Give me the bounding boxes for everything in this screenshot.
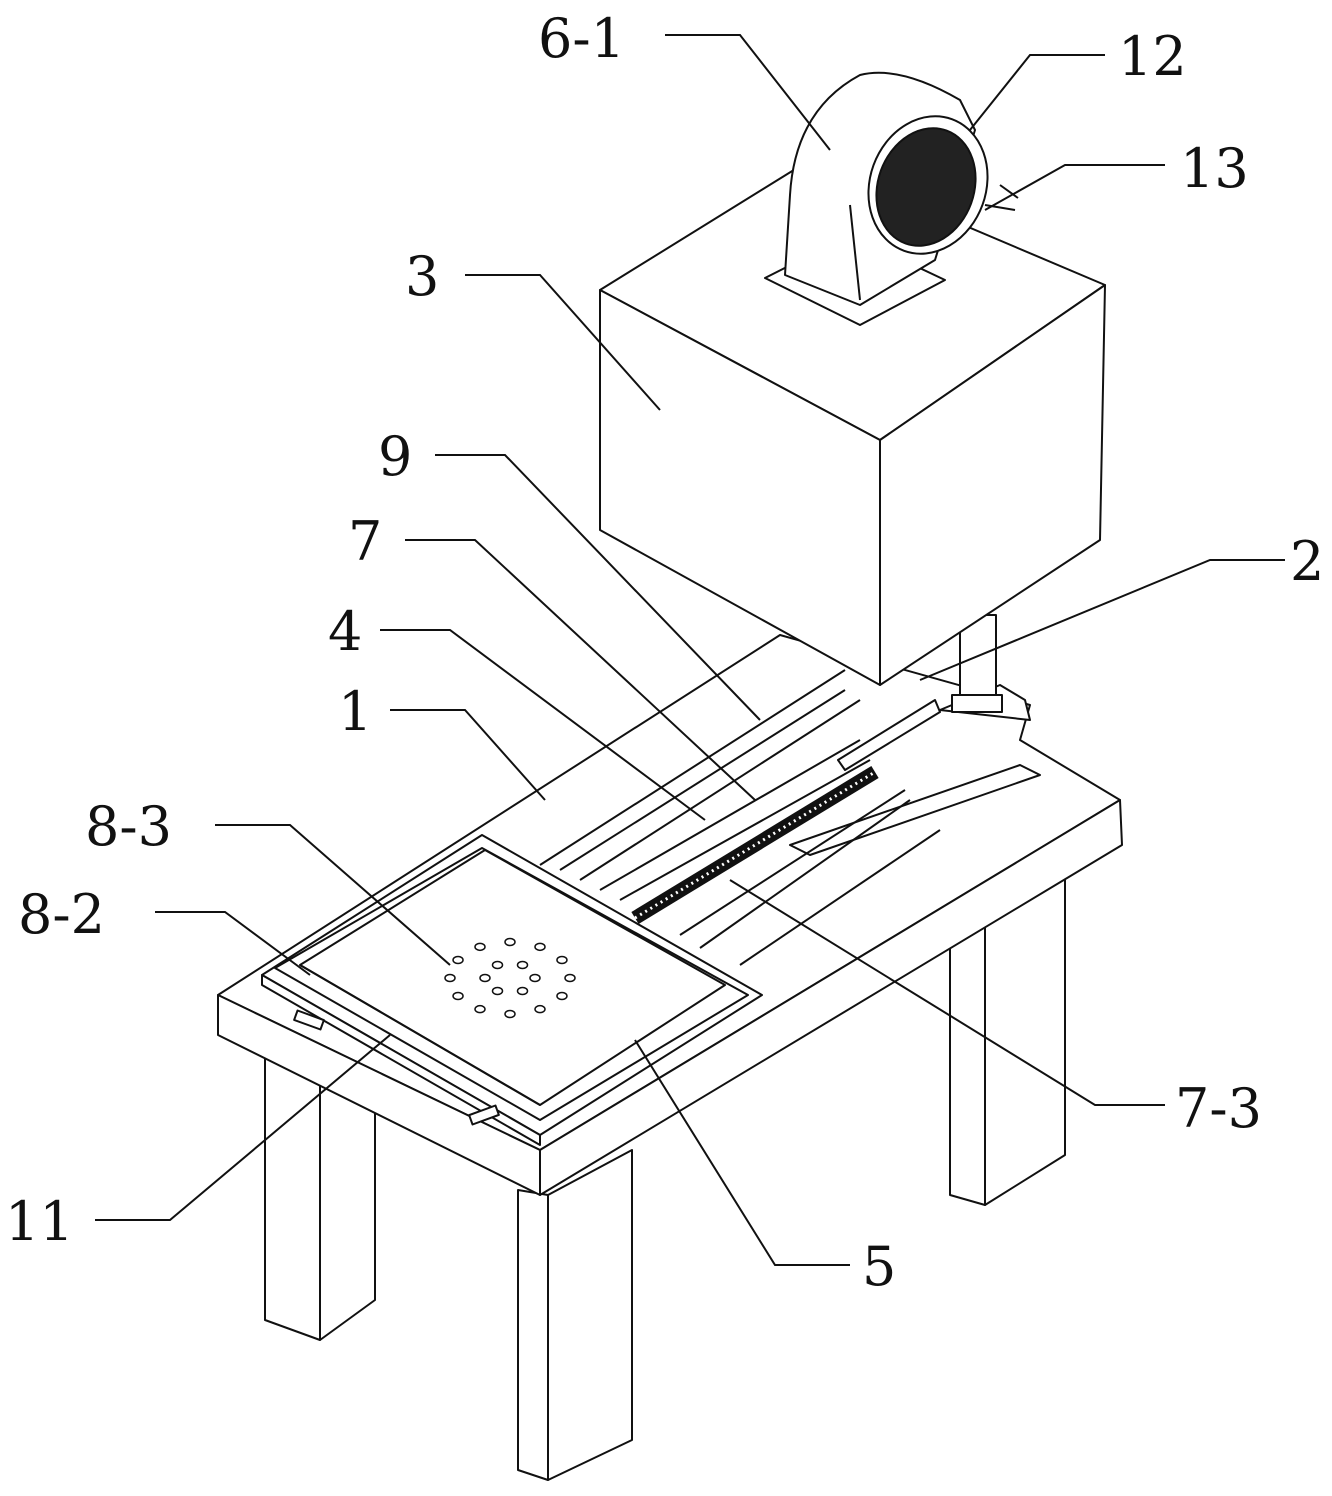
suction-hole [493, 987, 503, 994]
suction-hole [505, 1011, 515, 1018]
label-housing: 3 [405, 250, 439, 304]
label-rack: 7-3 [1175, 1082, 1262, 1136]
label-slide-groove: 4 [328, 605, 362, 659]
suction-hole [557, 957, 567, 964]
suction-hole [475, 943, 485, 950]
suction-hole [480, 975, 490, 982]
suction-hole [565, 975, 575, 982]
suction-hole [535, 943, 545, 950]
label-filter-ring: 12 [1118, 30, 1187, 84]
suction-hole [535, 1006, 545, 1013]
label-platform-frame: 8-2 [18, 888, 105, 942]
label-table: 1 [338, 685, 372, 739]
suction-hole [557, 993, 567, 1000]
label-filter-mesh: 13 [1180, 142, 1249, 196]
label-support-column: 2 [1290, 535, 1324, 589]
suction-hole [453, 957, 463, 964]
suction-hole [475, 1006, 485, 1013]
suction-hole [505, 939, 515, 946]
suction-hole [445, 975, 455, 982]
suction-hole [493, 962, 503, 969]
label-clamp: 11 [5, 1195, 74, 1249]
suction-hole [530, 975, 540, 982]
suction-hole [453, 993, 463, 1000]
label-drive-assembly: 7 [348, 515, 382, 569]
label-guide-rail: 9 [378, 430, 412, 484]
label-suction-holes: 8-3 [85, 800, 172, 854]
label-work-plate: 5 [862, 1240, 896, 1294]
suction-hole [518, 987, 528, 994]
label-fan-duct: 6-1 [538, 12, 625, 66]
suction-hole [518, 962, 528, 969]
